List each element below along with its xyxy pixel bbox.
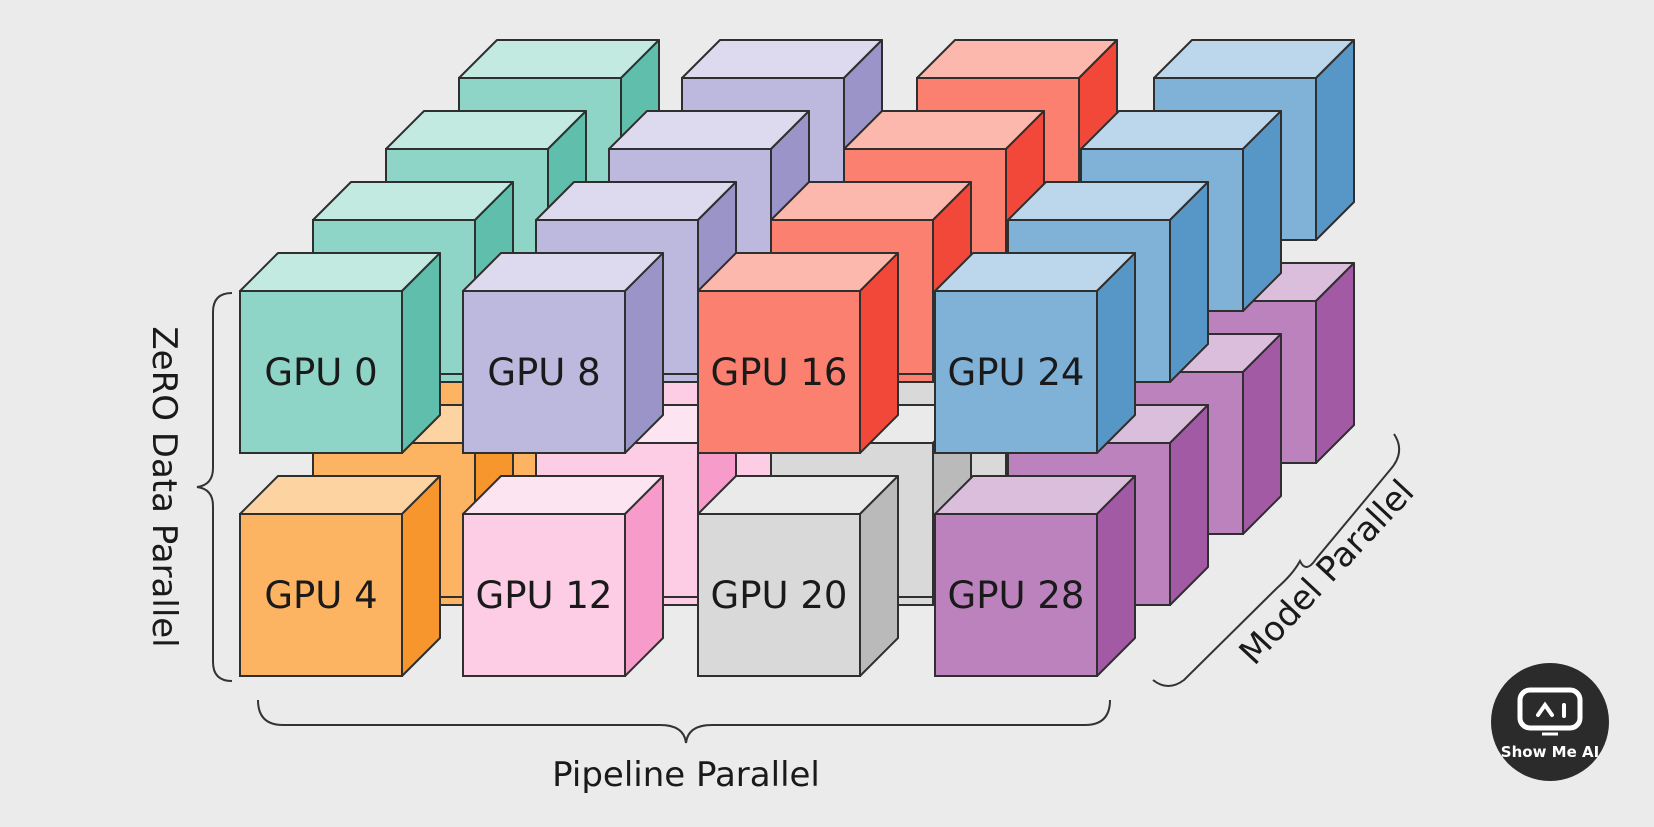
cube-front-face [462,290,626,454]
gpu-cube-front: GPU 4 [239,475,441,677]
gpu-cube-front: GPU 16 [697,252,899,454]
cube-front-face [462,513,626,677]
gpu-label: GPU 0 [264,351,377,394]
gpu-label: GPU 16 [711,351,848,394]
data-parallel-label: ZeRO Data Parallel [144,326,184,647]
gpu-label: GPU 24 [948,351,1085,394]
gpu-cube-grid: GPU 4 GPU 12 GPU 20 GPU 28 GPU 0 GPU 8 GPU 16 G… [239,39,1355,677]
cube-front-face [697,290,861,454]
cube-connectors [440,373,935,598]
gpu-cube-front: GPU 12 [462,475,664,677]
gpu-label: GPU 28 [948,574,1085,617]
gpu-cube-front: GPU 20 [697,475,899,677]
cube-front-face [697,513,861,677]
cube-front-face [239,513,403,677]
gpu-label: GPU 8 [487,351,600,394]
gpu-label: GPU 20 [711,574,848,617]
model-parallel-brace [1152,433,1401,687]
gpu-cube-front: GPU 0 [239,252,441,454]
cube-front-face [934,290,1098,454]
cube-front-face [934,513,1098,677]
gpu-label: GPU 4 [264,574,377,617]
gpu-cube-front: GPU 8 [462,252,664,454]
gpu-cube-front: GPU 24 [934,252,1136,454]
pipeline-parallel-brace [257,699,1111,744]
pipeline-parallel-label: Pipeline Parallel [552,755,820,795]
cube-front-face [239,290,403,454]
logo-text: Show Me AI [1501,743,1599,761]
gpu-cube-front: GPU 28 [934,475,1136,677]
gpu-label: GPU 12 [476,574,613,617]
data-parallel-brace [196,292,233,682]
show-me-ai-logo: Show Me AI [1491,663,1609,781]
robot-face-icon [1517,687,1583,736]
